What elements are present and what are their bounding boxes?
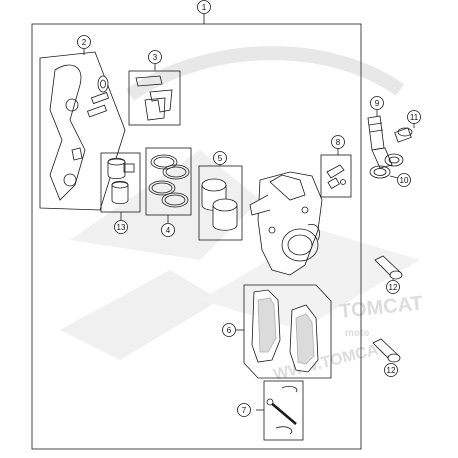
part-7-pad-pin	[256, 380, 304, 441]
callout-4: 4	[161, 223, 175, 237]
svg-text:6: 6	[227, 326, 232, 335]
svg-text:13: 13	[117, 223, 126, 232]
svg-text:10: 10	[400, 176, 409, 185]
callout-11: 11	[407, 110, 421, 124]
part-12-pin-upper	[374, 255, 403, 280]
part-6-brake-pads	[236, 284, 332, 379]
svg-text:12: 12	[387, 366, 396, 375]
callout-8: 8	[331, 135, 345, 149]
svg-text:3: 3	[153, 53, 158, 62]
part-5-pistons	[198, 159, 243, 241]
caliper-body	[249, 171, 323, 276]
svg-text:11: 11	[410, 113, 419, 122]
watermark-sub: moto	[345, 328, 369, 339]
part-3-clips	[128, 64, 181, 126]
svg-text:5: 5	[218, 154, 223, 163]
callout-3: 3	[148, 50, 162, 64]
callout-9: 9	[370, 96, 384, 110]
callout-1: 1	[197, 0, 211, 14]
svg-text:8: 8	[336, 138, 341, 147]
svg-text:2: 2	[82, 38, 87, 47]
assembly-frame	[31, 13, 362, 450]
callout-2: 2	[77, 35, 91, 49]
callout-7: 7	[237, 403, 251, 417]
svg-text:4: 4	[166, 226, 171, 235]
part-13-bolts	[100, 152, 141, 220]
part-10-washers	[369, 153, 404, 179]
svg-text:9: 9	[375, 99, 380, 108]
part-4-seals	[145, 147, 192, 223]
callout-12-upper: 12	[386, 280, 400, 294]
svg-text:12: 12	[389, 283, 398, 292]
part-12-pin-lower	[372, 338, 401, 363]
part-11-bolt	[394, 123, 415, 143]
callout-6: 6	[222, 323, 236, 337]
callout-12-lower: 12	[384, 363, 398, 377]
watermark-url: WWW.TOMCAT	[272, 339, 389, 384]
svg-text:7: 7	[242, 406, 247, 415]
part-8-bleeder	[320, 148, 352, 198]
svg-text:1: 1	[202, 3, 207, 12]
callout-10: 10	[397, 173, 411, 187]
callout-5: 5	[213, 151, 227, 165]
part-9-banjo	[367, 110, 393, 169]
callout-13: 13	[114, 220, 128, 234]
